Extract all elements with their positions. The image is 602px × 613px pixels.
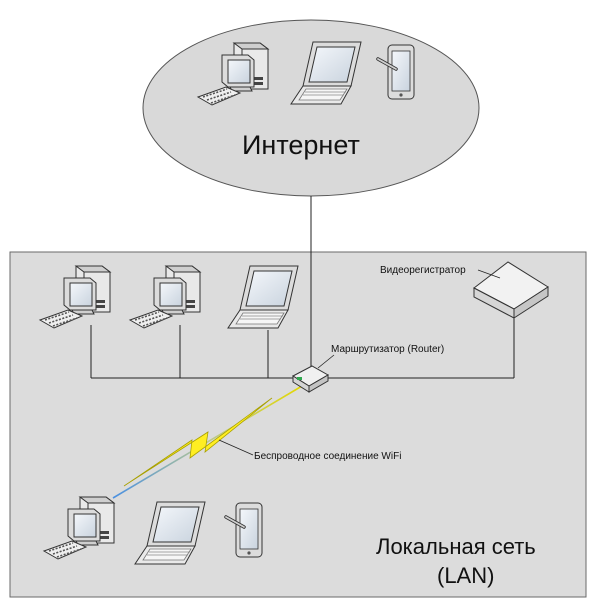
router-label: Маршрутизатор (Router) — [331, 344, 445, 355]
wifi-label: Беспроводное соединение WiFi — [254, 451, 402, 462]
lan-label-line2: (LAN) — [437, 563, 495, 588]
router-icon — [291, 365, 330, 393]
lan-label-line1: Локальная сеть — [376, 534, 536, 559]
dvr-icon — [473, 261, 549, 319]
wired-links — [90, 196, 515, 379]
dvr-callout-line — [477, 269, 501, 279]
wifi-link — [112, 385, 303, 499]
wifi-callout-line — [218, 439, 254, 456]
router-callout-line — [317, 354, 335, 369]
internet-label: Интернет — [242, 130, 360, 160]
internet-ellipse — [142, 19, 480, 197]
dvr-label: Видеорегистратор — [380, 265, 466, 276]
